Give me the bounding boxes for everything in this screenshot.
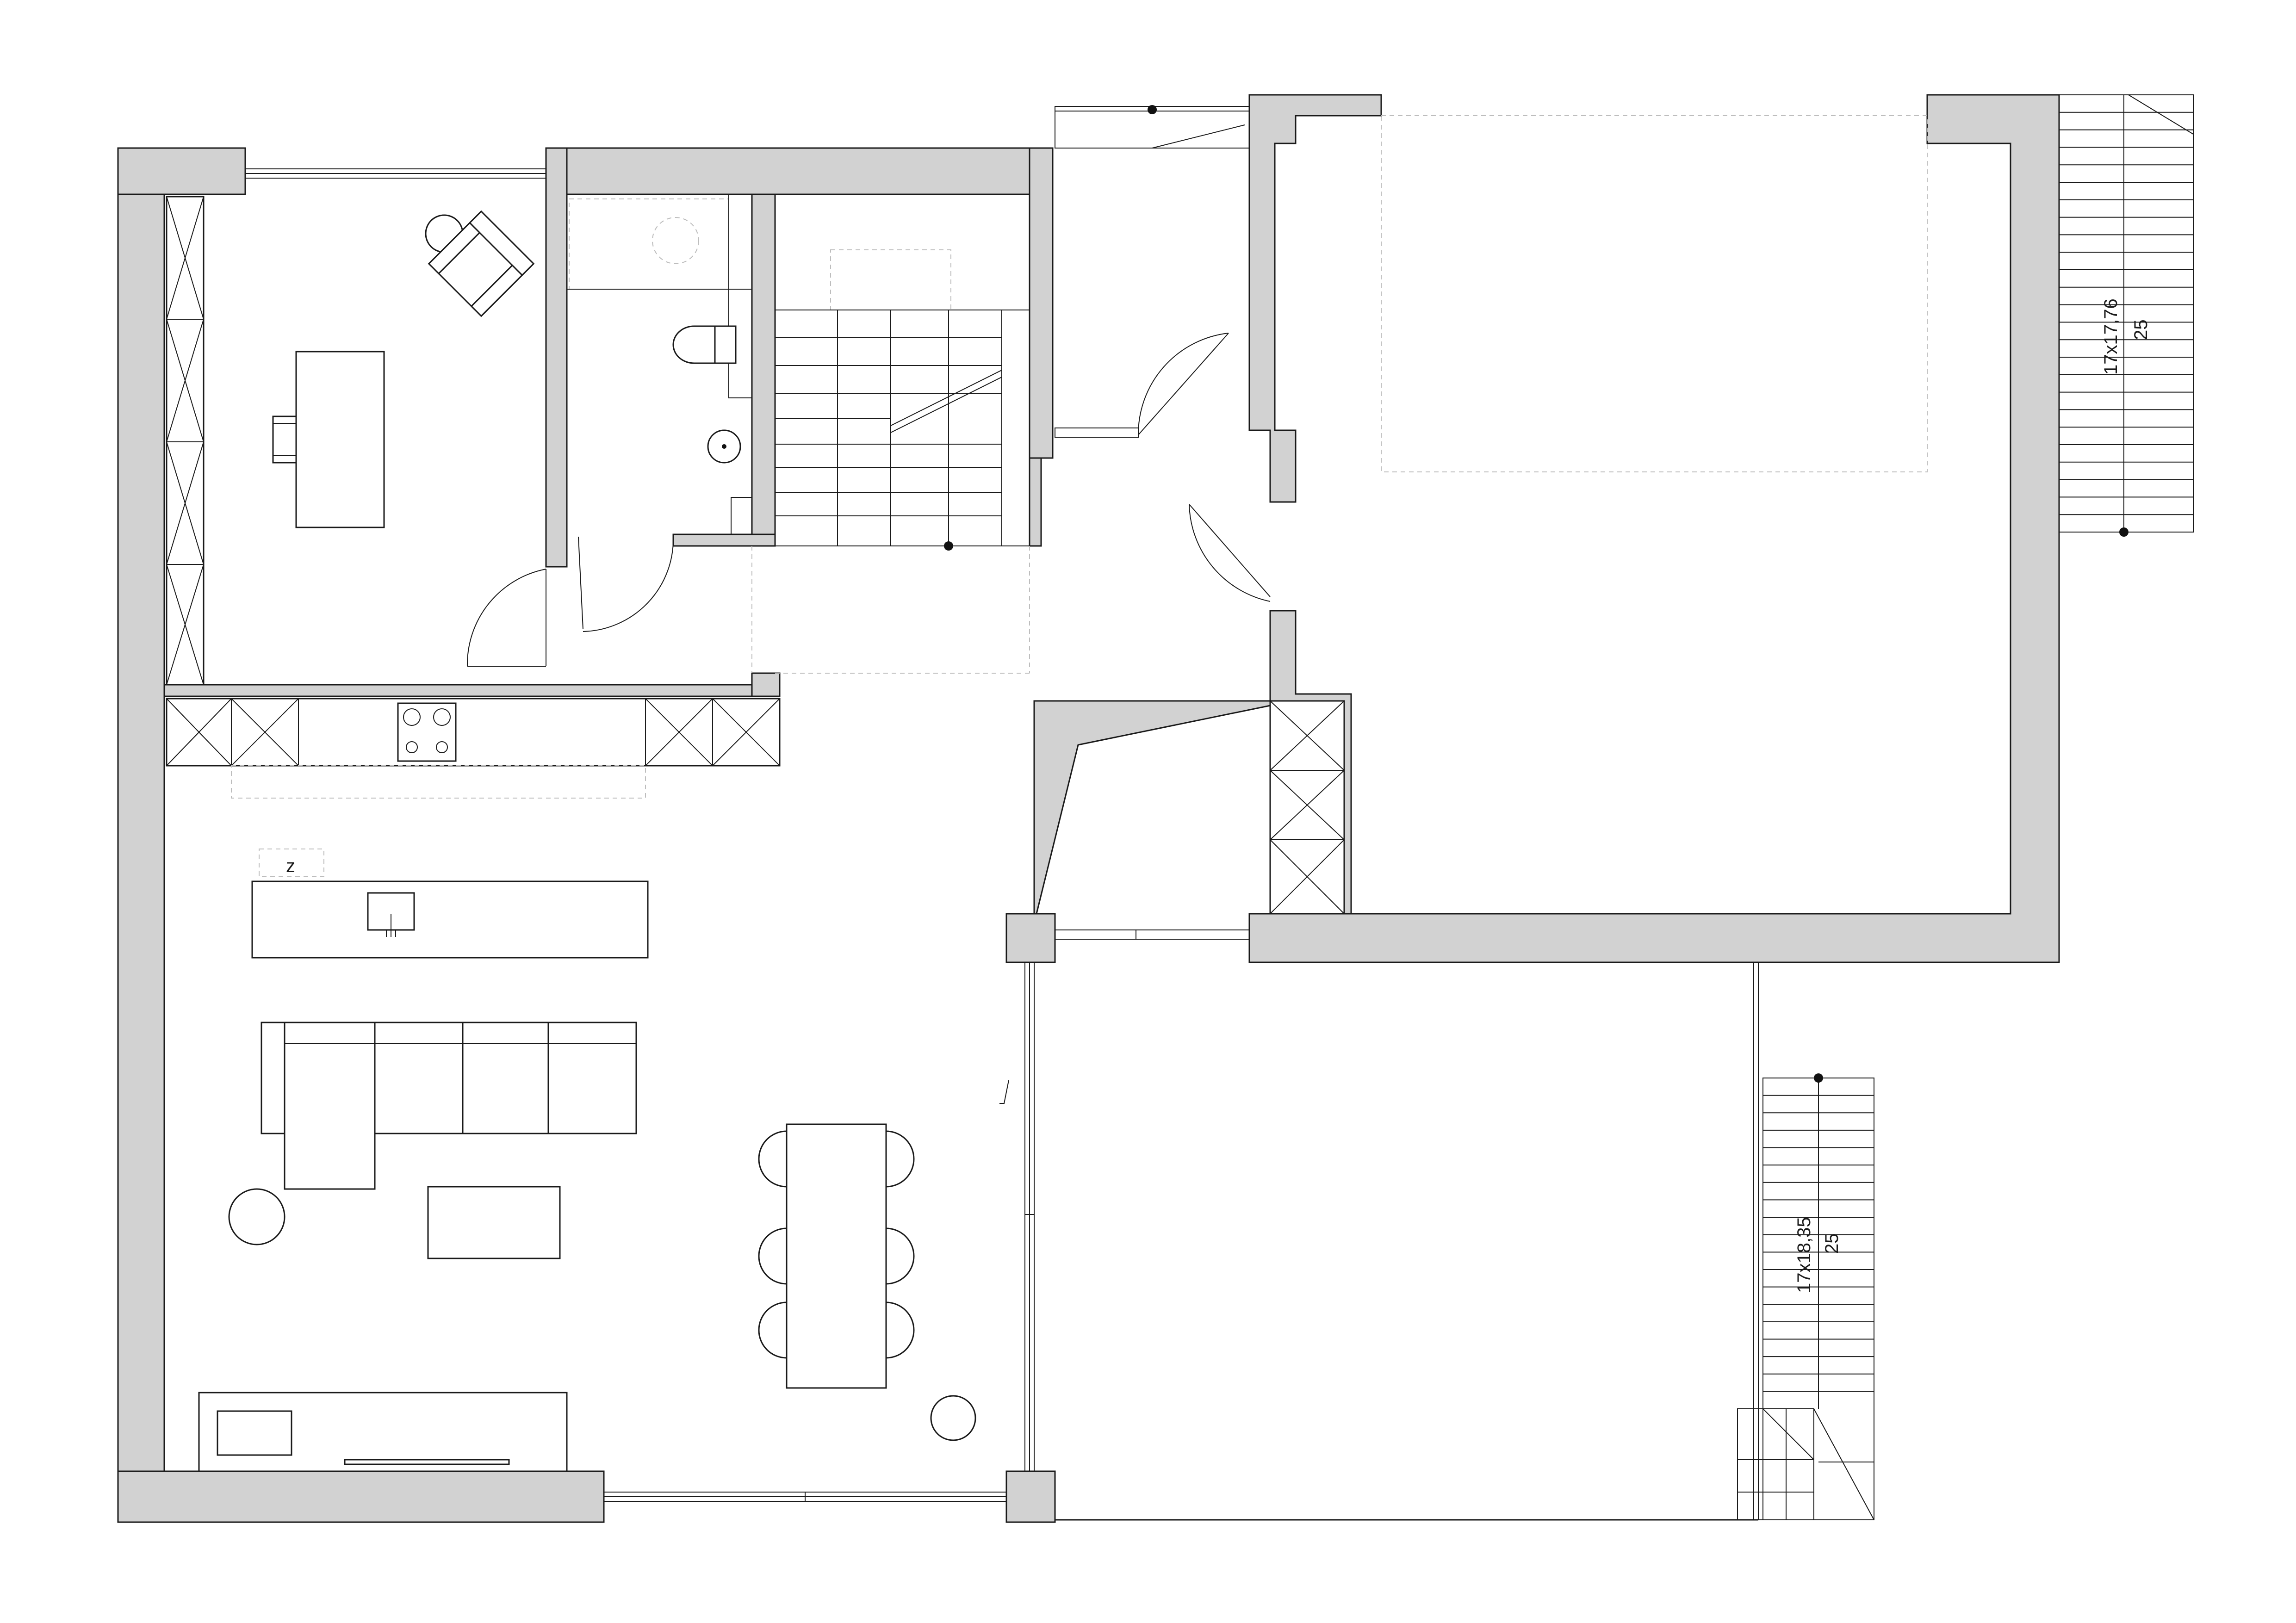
- coffee-table: [427, 1186, 561, 1259]
- shower-area: [569, 198, 729, 290]
- dining-chairs: [758, 1130, 915, 1359]
- doors: [466, 106, 1271, 667]
- exterior-stair-north: 17x17,76 25: [2059, 94, 2194, 537]
- wall-pier-kitchen: [751, 672, 781, 697]
- side-table: [228, 1188, 285, 1245]
- sofa-chaise: [284, 1022, 376, 1190]
- wall-wc-stair: [751, 193, 776, 547]
- wardrobe-office: [166, 196, 205, 686]
- office: [166, 196, 535, 686]
- stair-south-count: 25: [1822, 1233, 1842, 1254]
- toilet-bowl: [672, 325, 716, 364]
- entrance-dot: [1148, 105, 1157, 114]
- internal-stair: [775, 194, 1030, 551]
- wall-office-wc: [545, 147, 568, 568]
- living: [198, 546, 1030, 1472]
- wall-pier-center: [1005, 913, 1056, 963]
- wall-hall-east: [1248, 94, 1382, 503]
- windows: [245, 168, 1250, 1502]
- armchair: [428, 210, 535, 317]
- terrace: [1055, 962, 1759, 1521]
- garage: [1381, 115, 1928, 472]
- kitchen-counter: [166, 698, 781, 767]
- stair-start-dot: [944, 541, 953, 551]
- sofa-seat-3: [547, 1022, 637, 1134]
- north-label: z: [286, 856, 295, 876]
- walls: [117, 94, 2060, 1523]
- plant: [930, 1395, 976, 1441]
- sofa-seat-2: [462, 1022, 549, 1134]
- kitchen-island: [251, 880, 649, 959]
- kitchen: z: [166, 698, 781, 959]
- desk-chair: [272, 415, 297, 464]
- tv: [344, 1459, 510, 1465]
- wall-stair-east: [1029, 147, 1054, 459]
- wall-south-pier: [1005, 1470, 1056, 1523]
- exterior-stair-south: 17x18,35 25: [1737, 1073, 1874, 1520]
- wall-stair-east-2: [1029, 457, 1042, 547]
- stair-south-dims: 17x18,35: [1794, 1217, 1814, 1293]
- wall-north-mid: [545, 147, 1054, 195]
- wall-closet: [1033, 700, 1271, 915]
- wall-west: [117, 147, 165, 1523]
- cooktop: [397, 702, 457, 762]
- wall-south-left: [117, 1470, 605, 1523]
- wc: [567, 194, 752, 535]
- wall-office-south: [163, 684, 781, 697]
- window-hall-south: [1055, 929, 1250, 940]
- car-outline: [1381, 115, 1928, 472]
- tv-unit-box: [217, 1410, 292, 1456]
- dining-table: [786, 1123, 887, 1389]
- stair-north-count: 25: [2131, 320, 2151, 341]
- stair-north-dims: 17x17,76: [2101, 298, 2121, 375]
- toilet-tank: [714, 325, 737, 364]
- sofa-arm: [261, 1022, 285, 1134]
- wall-wc-bottom: [672, 533, 776, 547]
- wall-north-left: [117, 147, 246, 195]
- desk: [295, 351, 385, 528]
- hall-closet: [1269, 700, 1345, 915]
- wall-north-right: [1248, 94, 2060, 963]
- sofa-seat-1: [374, 1022, 464, 1134]
